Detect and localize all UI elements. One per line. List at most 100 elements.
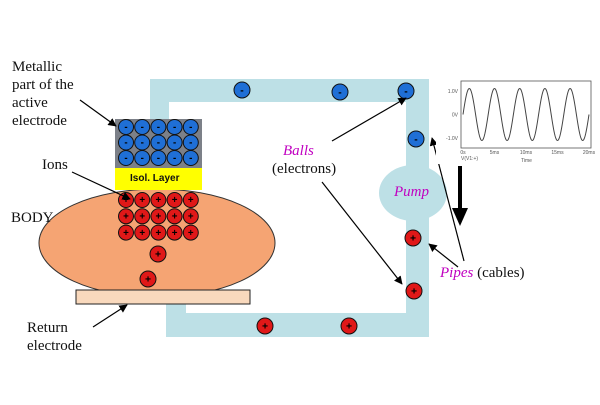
pipe-ion-ball: + bbox=[404, 229, 422, 247]
electron-ball: - bbox=[182, 150, 199, 166]
electron-ball: - bbox=[134, 119, 151, 135]
sine-wave-trace bbox=[462, 87, 590, 142]
return-electrode-label: Return electrode bbox=[27, 319, 82, 355]
svg-text:+: + bbox=[410, 233, 416, 244]
svg-text:+: + bbox=[411, 286, 417, 297]
electrons-label: (electrons) bbox=[272, 161, 337, 177]
balls-label: Balls bbox=[283, 142, 314, 160]
svg-text:+: + bbox=[188, 195, 194, 206]
oscilloscope-x-tick: 15ms bbox=[551, 150, 564, 156]
svg-text:+: + bbox=[172, 228, 178, 239]
ion-ball: + bbox=[118, 224, 134, 241]
ion-ball: + bbox=[182, 208, 199, 225]
electron-ball: - bbox=[150, 150, 167, 166]
return-label-line-1: Return bbox=[27, 320, 68, 336]
arrow-balls-up bbox=[331, 97, 407, 142]
pump-body bbox=[379, 165, 447, 221]
svg-text:+: + bbox=[123, 195, 129, 206]
svg-text:-: - bbox=[124, 153, 127, 164]
metallic-label-line-3: active bbox=[12, 95, 48, 111]
arrow-return bbox=[92, 304, 128, 328]
pipe-electron-ball: - bbox=[407, 130, 425, 148]
svg-text:+: + bbox=[145, 274, 151, 285]
balls-title: Balls bbox=[283, 143, 314, 159]
svg-text:+: + bbox=[123, 211, 129, 222]
metallic-label-line-4: electrode bbox=[12, 113, 67, 129]
svg-text:+: + bbox=[139, 211, 145, 222]
svg-text:-: - bbox=[404, 86, 408, 97]
svg-text:-: - bbox=[141, 153, 144, 164]
electron-ball: - bbox=[134, 150, 151, 166]
return-label-line-2: electrode bbox=[27, 338, 82, 354]
electron-ball: - bbox=[150, 134, 167, 151]
ion-ball: + bbox=[182, 192, 199, 208]
oscilloscope-trace-label: V(V1:+) bbox=[461, 156, 478, 162]
ion-ball: + bbox=[150, 192, 167, 208]
electron-ball: - bbox=[182, 119, 199, 135]
electron-ball: - bbox=[118, 119, 134, 135]
svg-text:+: + bbox=[188, 211, 194, 222]
ion-ball: + bbox=[150, 208, 167, 225]
pipes-label: Pipes (cables) bbox=[440, 264, 525, 282]
pipe-electrons: - - - - bbox=[233, 81, 425, 148]
ion-ball: + bbox=[150, 224, 167, 241]
pipe-ion-ball: + bbox=[340, 317, 358, 335]
arrow-ions bbox=[71, 171, 131, 200]
svg-text:-: - bbox=[141, 138, 144, 149]
ion-ball: + bbox=[134, 208, 151, 225]
svg-text:-: - bbox=[157, 153, 160, 164]
pipes-word: Pipes bbox=[440, 265, 474, 281]
electron-grid: --------------- bbox=[118, 119, 199, 166]
oscilloscope-x-tick: 10ms bbox=[520, 150, 533, 156]
svg-text:-: - bbox=[338, 87, 342, 98]
oscilloscope-x-label: Time bbox=[521, 158, 532, 164]
return-electrode-plate bbox=[75, 289, 251, 305]
metallic-label-line-2: part of the bbox=[12, 77, 74, 93]
arrow-balls-down bbox=[321, 181, 403, 285]
ion-ball: + bbox=[182, 224, 199, 241]
svg-text:+: + bbox=[346, 321, 352, 332]
electron-ball: - bbox=[118, 134, 134, 151]
svg-text:-: - bbox=[157, 138, 160, 149]
oscilloscope-x-tick: 5ms bbox=[490, 150, 500, 156]
pipe-electron-ball: - bbox=[397, 82, 415, 100]
svg-text:+: + bbox=[155, 249, 161, 260]
electron-ball: - bbox=[166, 150, 183, 166]
pipe-ion-ball: + bbox=[405, 282, 423, 300]
electron-ball: - bbox=[150, 119, 167, 135]
svg-text:-: - bbox=[141, 122, 144, 133]
ion-ball: + bbox=[166, 224, 183, 241]
svg-text:-: - bbox=[240, 85, 244, 96]
svg-text:+: + bbox=[139, 195, 145, 206]
oscilloscope-x-tick: 0s bbox=[460, 150, 466, 156]
electron-ball: - bbox=[166, 134, 183, 151]
svg-text:+: + bbox=[139, 228, 145, 239]
svg-text:-: - bbox=[124, 122, 127, 133]
metallic-label-line-1: Metallic bbox=[12, 59, 62, 75]
oscilloscope-y-tick: 1.0V bbox=[448, 89, 459, 95]
pipe-ion-ball: + bbox=[149, 245, 167, 263]
oscilloscope-y-tick: -1.0V bbox=[446, 136, 459, 142]
isolation-layer-label: Isol. Layer bbox=[130, 173, 180, 184]
pipe-ion-ball: + bbox=[256, 317, 274, 335]
body-label: BODY bbox=[11, 210, 54, 226]
svg-text:-: - bbox=[414, 134, 418, 145]
pipe-ion-ball: + bbox=[139, 270, 157, 288]
electron-ball: - bbox=[182, 134, 199, 151]
svg-text:-: - bbox=[189, 122, 192, 133]
ions-label: Ions bbox=[42, 157, 68, 173]
cables-word: (cables) bbox=[473, 265, 525, 281]
metallic-label: Metallic part of the active electrode bbox=[12, 58, 74, 130]
svg-text:+: + bbox=[172, 195, 178, 206]
ion-ball: + bbox=[166, 192, 183, 208]
pipe-ions: + + + + + + bbox=[139, 229, 423, 335]
electron-ball: - bbox=[134, 134, 151, 151]
svg-text:+: + bbox=[156, 195, 162, 206]
svg-text:-: - bbox=[189, 138, 192, 149]
svg-text:+: + bbox=[156, 228, 162, 239]
ion-ball: + bbox=[134, 192, 151, 208]
